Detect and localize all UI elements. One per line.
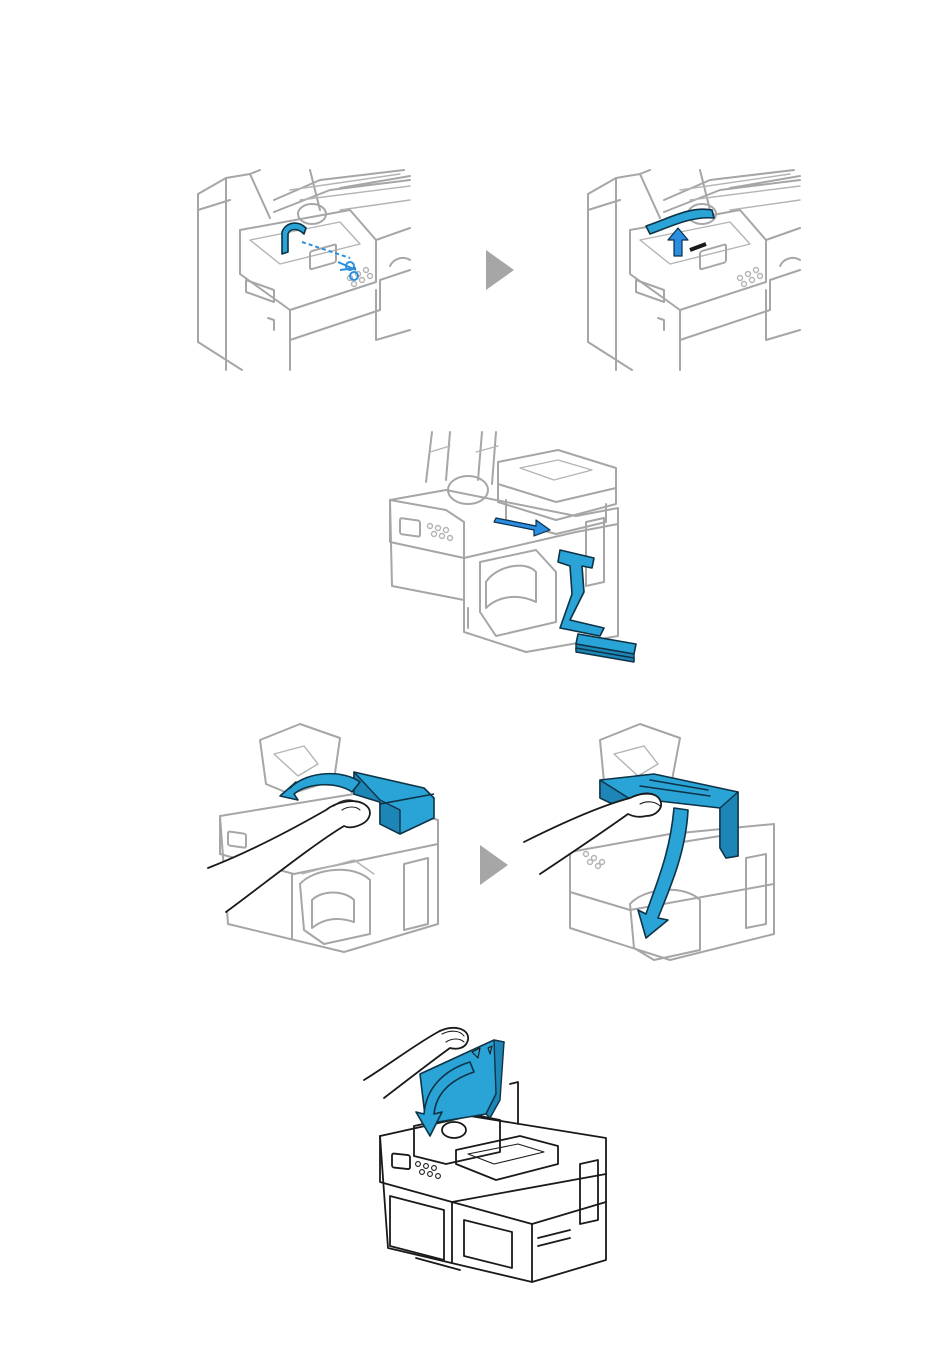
figure-lift-cover bbox=[204, 724, 444, 964]
right-triangle-arrow-icon bbox=[480, 845, 508, 890]
figure-cut-paper bbox=[190, 170, 420, 370]
right-triangle-arrow-icon bbox=[486, 250, 514, 295]
figure-remove-paper bbox=[580, 170, 810, 370]
figure-close-cover bbox=[520, 724, 780, 964]
figure-pull-out-paper bbox=[386, 432, 646, 662]
figure-close-lid bbox=[360, 1024, 620, 1288]
